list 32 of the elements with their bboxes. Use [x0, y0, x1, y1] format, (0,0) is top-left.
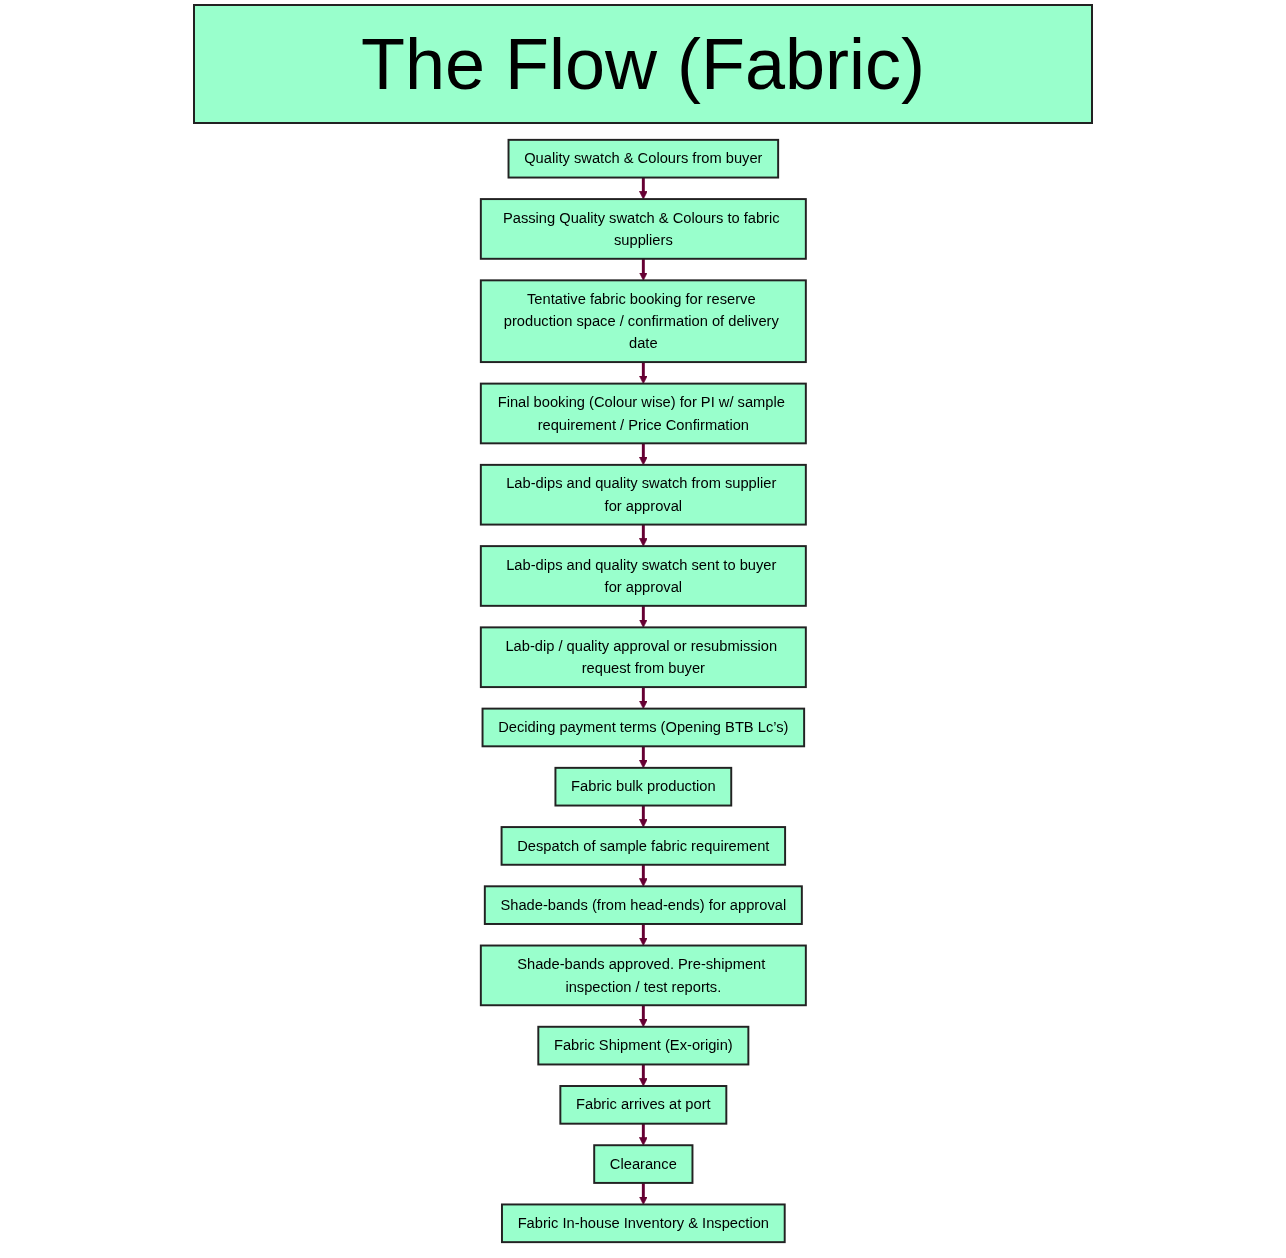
arrow [638, 1123, 648, 1146]
arrow [638, 1182, 648, 1205]
arrow [638, 362, 648, 384]
node-box: Tentative fabric booking for reserve production space / confirmation of delivery date [479, 279, 807, 364]
node-box: Shade-bands (from head-ends) for approval [483, 885, 803, 925]
node-box: Fabric arrives at port [559, 1085, 727, 1125]
arrow [638, 524, 648, 547]
node-box: Despatch of sample fabric requirement [500, 826, 786, 866]
node-box: Lab-dip / quality approval or resubmission request from buyer [479, 626, 807, 689]
node-box: Lab-dips and quality swatch from supplier for approval [479, 463, 807, 526]
node-box: Lab-dips and quality swatch sent to buyer for approval [479, 545, 807, 607]
node-box: Deciding payment terms (Opening BTB Lc’s) [481, 707, 805, 748]
arrow [638, 1064, 648, 1087]
arrow [638, 605, 648, 628]
arrow [638, 258, 648, 281]
node-box: Final booking (Colour wise) for PI w/ sample requirement / Price Confirmation [479, 382, 807, 445]
arrow [638, 864, 648, 887]
arrow [638, 746, 648, 769]
node-box: Fabric Shipment (Ex-origin) [537, 1025, 749, 1066]
node-box: Passing Quality swatch & Colours to fabric suppliers [479, 198, 807, 260]
node-box: Clearance [592, 1144, 694, 1184]
node-box: Quality swatch & Colours from buyer [507, 138, 779, 179]
node-box: Fabric In-house Inventory & Inspection [500, 1203, 786, 1244]
node-box: Fabric bulk production [554, 766, 732, 807]
arrow [638, 805, 648, 828]
arrow [638, 687, 648, 709]
node-box: Shade-bands approved. Pre-shipment inspection / test reports. [479, 944, 807, 1007]
title-banner: The Flow (Fabric) [193, 4, 1093, 124]
arrow [638, 924, 648, 946]
arrow [638, 177, 648, 200]
arrow [638, 443, 648, 466]
arrow [638, 1005, 648, 1028]
